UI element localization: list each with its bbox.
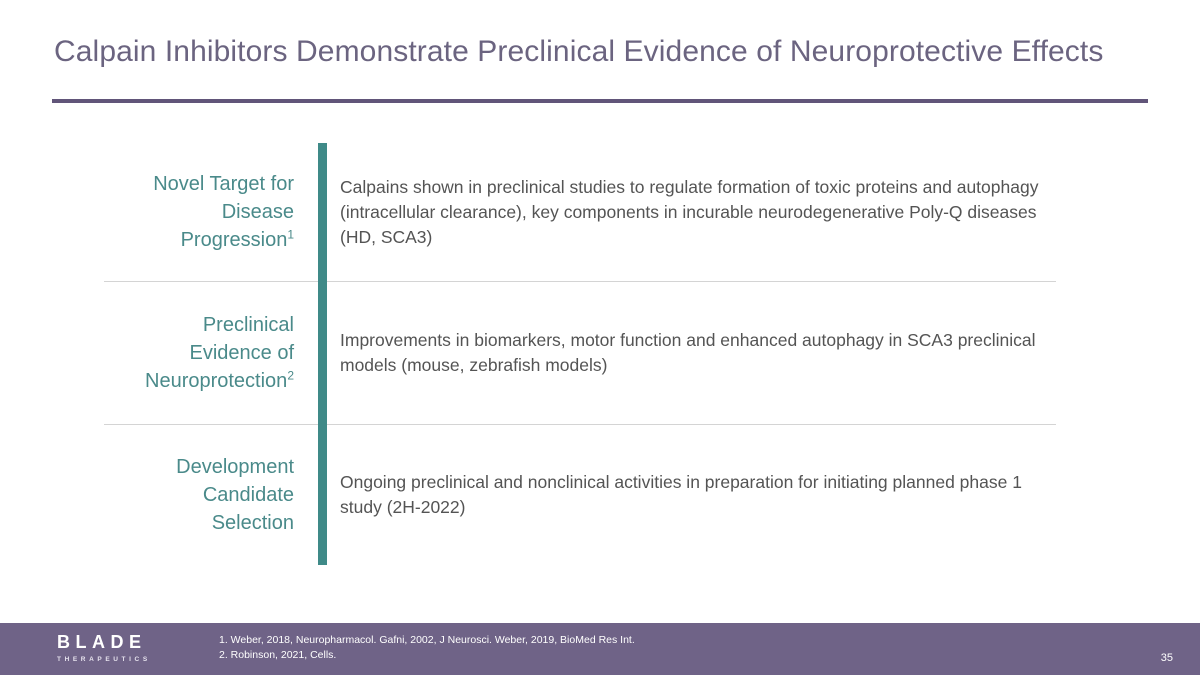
row-label-line: Evidence of [189,342,294,364]
row-label-line: Preclinical [202,314,294,336]
row-label-text: Selection [211,512,294,534]
row-label-line: Novel Target for [153,173,294,195]
row-separator-1 [104,281,1056,282]
logo-tagline: THERAPEUTICS [57,656,151,663]
row-label-line: Progression1 [104,226,294,254]
logo-wordmark: BLADE [57,632,147,652]
footer-band: BLADE THERAPEUTICS 1. Weber, 2018, Neuro… [0,623,1200,675]
content-table: Novel Target for Disease Progression1 Ca… [104,143,1056,565]
row-label-line: Selection [104,509,294,537]
footnote-marker: 1 [287,227,294,242]
blade-therapeutics-logo: BLADE THERAPEUTICS [57,632,217,665]
row-separator-2 [104,424,1056,425]
row-label-line: Development [176,456,294,478]
page-title: Calpain Inhibitors Demonstrate Preclinic… [54,35,1104,68]
row-label-novel-target: Novel Target for Disease Progression1 [104,143,306,281]
row-body-novel-target: Calpains shown in preclinical studies to… [340,177,1039,247]
row-label-line: Candidate [202,484,294,506]
citation-line-1: 1. Weber, 2018, Neuropharmacol. Gafni, 2… [219,634,635,646]
row-label-line: Disease [221,201,294,223]
table-row: Preclinical Evidence of Neuroprotection2… [104,282,1056,424]
table-row: Novel Target for Disease Progression1 Ca… [104,143,1056,281]
citations: 1. Weber, 2018, Neuropharmacol. Gafni, 2… [219,633,635,663]
footnote-marker: 2 [287,368,294,383]
page-number: 35 [1160,652,1173,664]
row-label-development-candidate: Development Candidate Selection [104,425,306,565]
citation-line-2: 2. Robinson, 2021, Cells. [219,649,337,661]
table-row: Development Candidate Selection Ongoing … [104,425,1056,565]
row-label-line: Neuroprotection2 [104,367,294,395]
row-body-preclinical-evidence: Improvements in biomarkers, motor functi… [340,330,1036,375]
row-label-text: Neuroprotection [145,370,288,392]
row-body-development-candidate: Ongoing preclinical and nonclinical acti… [340,472,1022,517]
row-label-preclinical-evidence: Preclinical Evidence of Neuroprotection2 [104,282,306,424]
row-label-text: Progression [180,229,288,251]
accent-vertical-bar [318,143,327,565]
title-divider-rule [52,99,1148,103]
